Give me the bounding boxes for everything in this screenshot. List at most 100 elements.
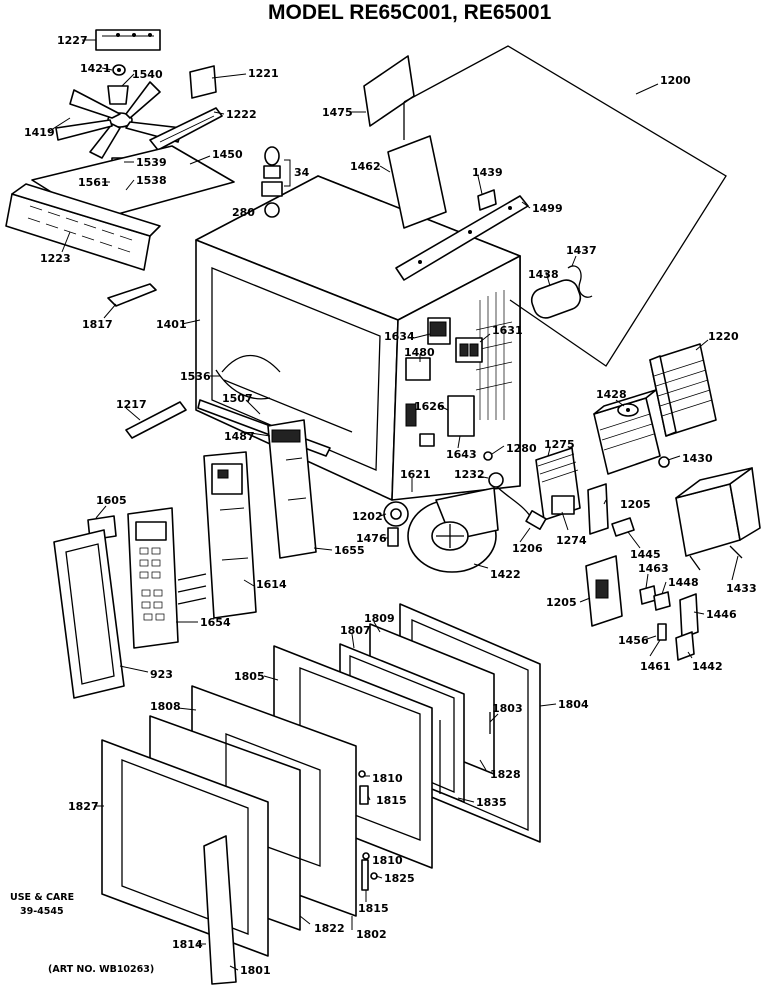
part-1433-transformer: [675, 467, 761, 571]
label-1804: 1804: [558, 698, 589, 711]
label-1828: 1828: [490, 768, 521, 781]
part-1280-screw: [483, 451, 493, 461]
control-frame-assembly: [53, 515, 125, 699]
label-1825: 1825: [384, 872, 415, 885]
part-1614-control-board: [177, 451, 257, 619]
label-1222: 1222: [226, 108, 257, 121]
label-1814: 1814: [172, 938, 203, 951]
use-care-number: 39-4545: [20, 906, 64, 917]
part-1815-spring-lower: [361, 859, 369, 891]
art-number: (ART NO. WB10263): [48, 964, 154, 975]
label-1227: 1227: [57, 34, 88, 47]
part-1437-strap: [567, 265, 593, 298]
label-1817: 1817: [82, 318, 113, 331]
part-1232-grommet: [488, 472, 504, 488]
label-1280: 1280: [506, 442, 537, 455]
part-1227-bracket: [95, 29, 161, 51]
label-1217: 1217: [116, 398, 147, 411]
label-1430: 1430: [682, 452, 713, 465]
part-1810-screw-lower: [362, 852, 370, 860]
label-1475: 1475: [322, 106, 353, 119]
label-1422: 1422: [490, 568, 521, 581]
part-1475-panel: [363, 55, 415, 127]
part-1446-lever: [679, 593, 699, 639]
label-1803: 1803: [492, 702, 523, 715]
part-1817-clip: [107, 283, 157, 307]
label-1835: 1835: [476, 796, 507, 809]
part-1462-baffle: [387, 135, 447, 229]
power-cord-cluster: [483, 447, 581, 530]
label-1463: 1463: [638, 562, 669, 575]
label-1476: 1476: [356, 532, 387, 545]
label-1538: 1538: [136, 174, 167, 187]
label-1536: 1536: [180, 370, 211, 383]
part-1220-cover: [649, 343, 717, 437]
label-923: 923: [150, 668, 173, 681]
label-1822: 1822: [314, 922, 345, 935]
label-1634: 1634: [384, 330, 415, 343]
part-1428-magnetron: [593, 389, 670, 475]
part-1626-terminal: [405, 403, 417, 427]
label-34: 34: [294, 166, 310, 179]
part-1442-plate: [675, 631, 695, 661]
part-1456-pin: [657, 623, 667, 641]
part-1445-switch: [611, 517, 635, 537]
part-labels: 1227 1421 1540 1221 1222 1419 1450 1539 …: [24, 34, 757, 977]
outer-case-assembly: [363, 45, 727, 367]
label-1205-lower: 1205: [546, 596, 577, 609]
part-1221-plate: [189, 65, 217, 99]
use-care-label: USE & CARE: [10, 892, 74, 903]
label-1561: 1561: [78, 176, 109, 189]
label-1221: 1221: [248, 67, 279, 80]
label-1805: 1805: [234, 670, 265, 683]
part-1202-fan-motor: [383, 501, 409, 547]
label-1507: 1507: [222, 392, 253, 405]
part-1448-actuator: [653, 591, 671, 611]
label-1433: 1433: [726, 582, 757, 595]
label-280: 280: [232, 206, 255, 219]
label-1810-lower: 1810: [372, 854, 403, 867]
label-1200: 1200: [660, 74, 691, 87]
part-1810-screw-upper: [358, 770, 366, 778]
label-1401: 1401: [156, 318, 187, 331]
leader-lines: [47, 39, 739, 971]
diagram-title: MODEL RE65C001, RE65001: [268, 1, 552, 24]
part-1438-capacitor: [530, 279, 582, 319]
door-assembly: [101, 603, 541, 985]
part-1655-panel: [267, 419, 317, 559]
part-1536-wire: [215, 369, 271, 400]
label-1445: 1445: [630, 548, 661, 561]
label-1815-upper: 1815: [376, 794, 407, 807]
lamp-assembly: [261, 146, 291, 218]
label-1232: 1232: [454, 468, 485, 481]
part-1480-thermostat: [405, 357, 431, 381]
label-1437: 1437: [566, 244, 597, 257]
label-1461: 1461: [640, 660, 671, 673]
label-1446: 1446: [706, 608, 737, 621]
label-1448: 1448: [668, 576, 699, 589]
label-1206: 1206: [512, 542, 543, 555]
vent-fan-assembly: [5, 29, 235, 307]
part-1814-handle: [203, 835, 237, 985]
label-1419: 1419: [24, 126, 55, 139]
label-1442: 1442: [692, 660, 723, 673]
part-1540-hub: [107, 85, 129, 105]
part-1419-fan-blade: [55, 81, 183, 159]
label-1540: 1540: [132, 68, 163, 81]
label-1810-upper: 1810: [372, 772, 403, 785]
label-1801: 1801: [240, 964, 271, 977]
label-1631: 1631: [492, 324, 523, 337]
label-1499: 1499: [532, 202, 563, 215]
label-1223: 1223: [40, 252, 71, 265]
label-1456: 1456: [618, 634, 649, 647]
label-1643: 1643: [446, 448, 477, 461]
label-1274: 1274: [556, 534, 587, 547]
label-1421: 1421: [80, 62, 111, 75]
part-1217-bracket: [125, 401, 187, 439]
label-1487: 1487: [224, 430, 255, 443]
part-1439-clip: [477, 189, 497, 211]
part-1274-box: [551, 495, 575, 515]
capacitor-assembly: [530, 265, 593, 319]
